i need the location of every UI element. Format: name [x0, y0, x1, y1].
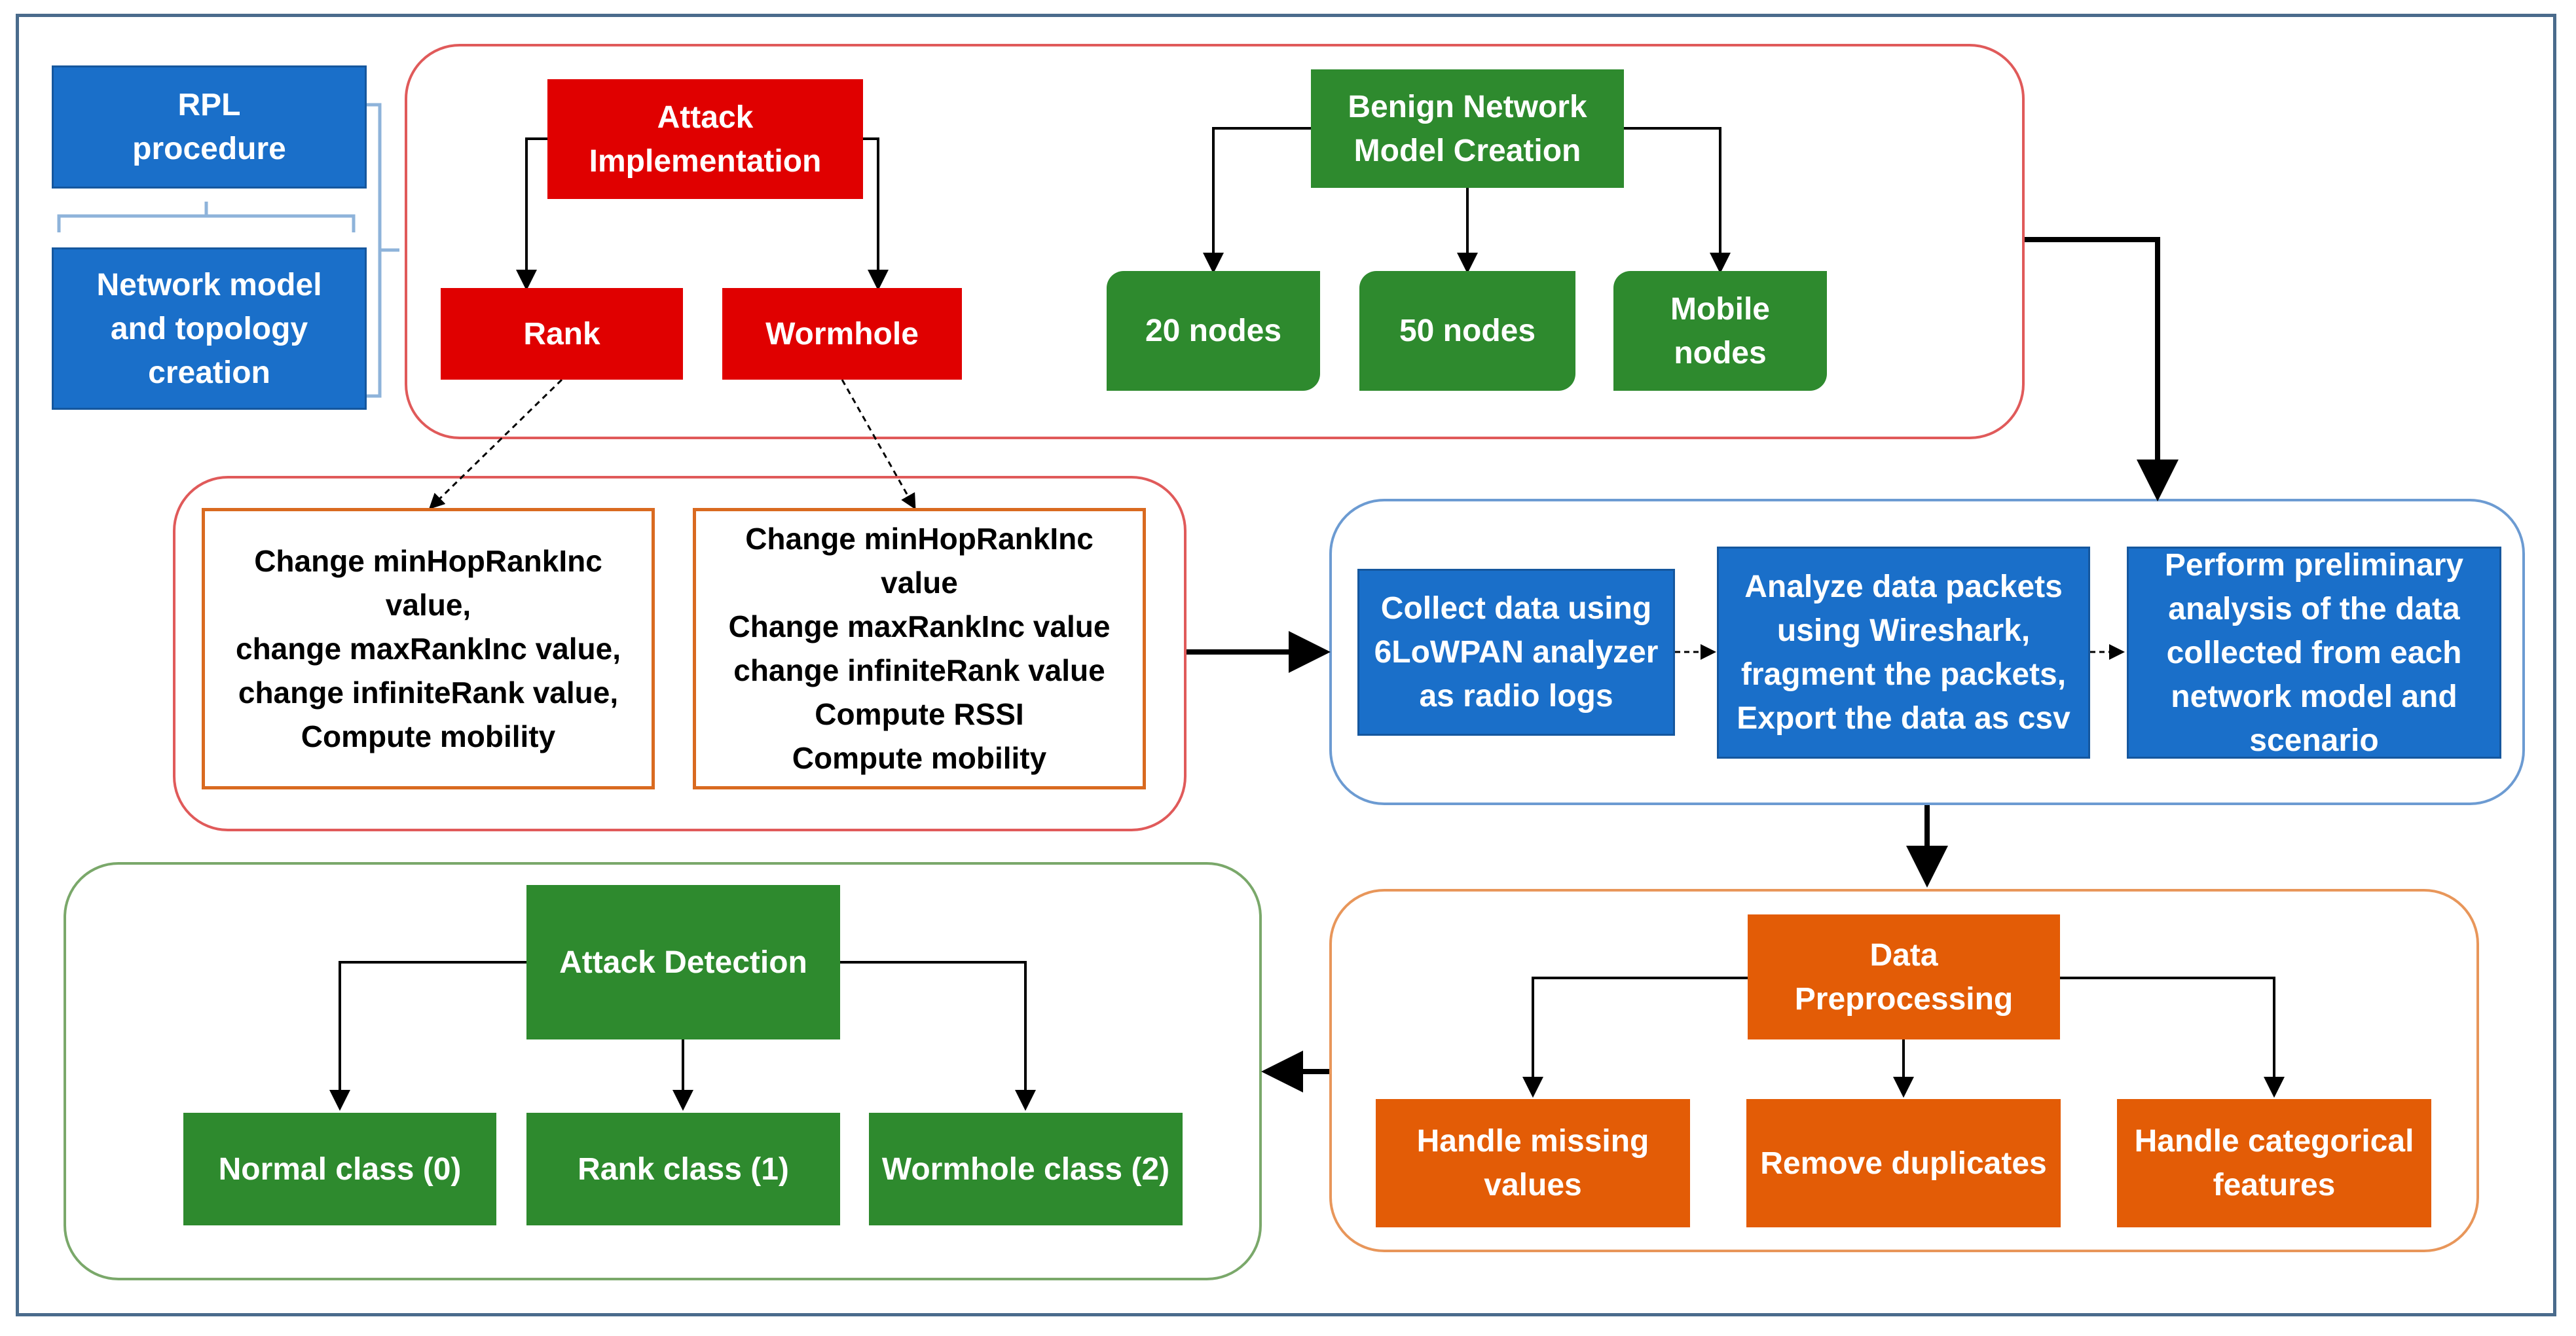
- mobile-nodes-box: Mobile nodes: [1613, 271, 1827, 391]
- collect-data-box: Collect data using 6LoWPAN analyzer as r…: [1357, 569, 1675, 736]
- rank-class-label: Rank class (1): [578, 1151, 789, 1187]
- network-model-label: Network model and topology creation: [96, 267, 322, 390]
- normal-class-box: Normal class (0): [183, 1113, 496, 1225]
- preliminary-analysis-label: Perform preliminary analysis of the data…: [2164, 547, 2464, 758]
- outer-frame: [16, 14, 2556, 1316]
- analyze-packets-box: Analyze data packets using Wireshark, fr…: [1717, 547, 2090, 759]
- preliminary-analysis-box: Perform preliminary analysis of the data…: [2127, 547, 2501, 759]
- remove-duplicates-box: Remove duplicates: [1746, 1099, 2061, 1227]
- benign-network-label: Benign Network Model Creation: [1348, 89, 1587, 168]
- nodes-50-label: 50 nodes: [1399, 314, 1536, 348]
- preprocessing-group: [1329, 889, 2479, 1252]
- collect-data-label: Collect data using 6LoWPAN analyzer as r…: [1374, 591, 1659, 713]
- rank-parameters-label: Change minHopRankInc value, change maxRa…: [235, 543, 621, 753]
- nodes-20-box: 20 nodes: [1107, 271, 1320, 391]
- network-model-box: Network model and topology creation: [52, 247, 367, 410]
- wormhole-box: Wormhole: [722, 288, 962, 380]
- handle-categorical-label: Handle categorical features: [2134, 1124, 2414, 1202]
- mobile-nodes-label: Mobile nodes: [1670, 291, 1770, 370]
- data-collection-group: [1329, 499, 2525, 805]
- attack-benign-group: [405, 44, 2025, 439]
- attack-parameters-group: [173, 476, 1187, 831]
- handle-missing-label: Handle missing values: [1416, 1124, 1649, 1202]
- benign-network-box: Benign Network Model Creation: [1311, 69, 1624, 188]
- attack-detection-box: Attack Detection: [526, 885, 840, 1039]
- wormhole-parameters-box: Change minHopRankInc value Change maxRan…: [693, 508, 1146, 789]
- normal-class-label: Normal class (0): [218, 1151, 462, 1187]
- wormhole-class-box: Wormhole class (2): [869, 1113, 1183, 1225]
- rank-class-box: Rank class (1): [526, 1113, 840, 1225]
- wormhole-label: Wormhole: [765, 316, 919, 352]
- attack-detection-label: Attack Detection: [559, 945, 807, 980]
- nodes-20-label: 20 nodes: [1145, 314, 1282, 348]
- rank-parameters-box: Change minHopRankInc value, change maxRa…: [202, 508, 655, 789]
- rpl-procedure-box: RPL procedure: [52, 65, 367, 189]
- rank-label: Rank: [523, 316, 600, 352]
- nodes-50-box: 50 nodes: [1359, 271, 1575, 391]
- attack-implementation-label: Attack Implementation: [589, 99, 822, 179]
- detection-group: [64, 862, 1262, 1280]
- attack-implementation-box: Attack Implementation: [547, 79, 863, 199]
- handle-missing-box: Handle missing values: [1376, 1099, 1690, 1227]
- wormhole-class-label: Wormhole class (2): [881, 1151, 1170, 1187]
- handle-categorical-box: Handle categorical features: [2117, 1099, 2431, 1227]
- rank-box: Rank: [441, 288, 683, 380]
- data-preprocessing-label: Data Preprocessing: [1794, 937, 2014, 1017]
- data-preprocessing-box: Data Preprocessing: [1748, 914, 2060, 1039]
- wormhole-parameters-label: Change minHopRankInc value Change maxRan…: [728, 522, 1111, 775]
- remove-duplicates-label: Remove duplicates: [1760, 1146, 2047, 1181]
- rpl-procedure-label: RPL procedure: [132, 88, 286, 166]
- analyze-packets-label: Analyze data packets using Wireshark, fr…: [1737, 569, 2070, 736]
